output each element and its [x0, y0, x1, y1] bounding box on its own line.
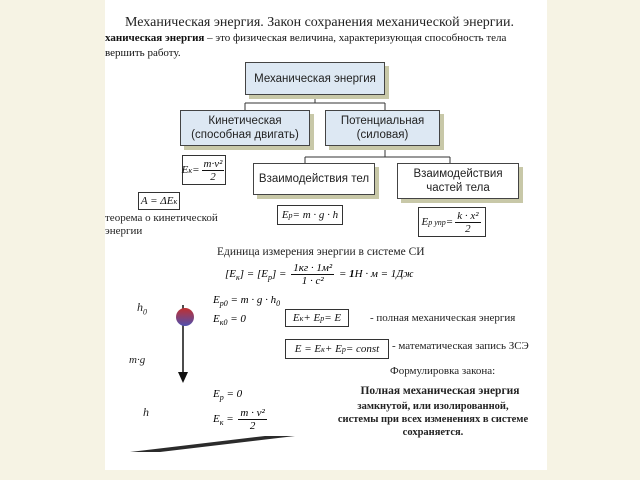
- law-line1: замкнутой, или изолированной,: [357, 401, 509, 412]
- law-title: Полная механическая энергия: [360, 385, 520, 397]
- label-h0: h0: [137, 300, 147, 317]
- law-body: замкнутой, или изолированной, системы пр…: [323, 400, 543, 439]
- label-h0-sub: 0: [143, 307, 147, 317]
- note-total: - полная механическая энергия: [370, 312, 516, 324]
- kinetic-line2: (способная двигать): [191, 129, 299, 141]
- formulation-heading: Формулировка закона:: [390, 365, 496, 377]
- slide: Механическая энергия. Закон сохранения м…: [105, 0, 547, 470]
- formula-ep0: Eр0 = m · g · h0: [213, 294, 281, 309]
- ball: [176, 308, 194, 326]
- ground: [130, 436, 295, 452]
- definition: ханическая энергия – это физическая вели…: [105, 31, 506, 61]
- parts-line2: частей тела: [426, 182, 490, 194]
- note-math: - математическая запись ЗСЭ: [392, 340, 529, 352]
- diagram-connectors: [130, 95, 451, 452]
- fall-arrow-head: [178, 372, 188, 383]
- box-interaction-parts: Взаимодействия частей тела: [397, 163, 519, 199]
- slide-title: Механическая энергия. Закон сохранения м…: [125, 15, 515, 30]
- law-line3: сохраняется.: [402, 427, 464, 438]
- box-kinetic: Кинетическая (способная двигать): [180, 110, 310, 146]
- formula-ek0: Eк0 = 0: [213, 313, 246, 328]
- formula-ep-bottom: Eр = 0: [213, 388, 243, 403]
- parts-line1: Взаимодействия: [413, 168, 503, 180]
- potential-line2: (силовая): [356, 129, 409, 141]
- definition-term: ханическая энергия: [105, 32, 205, 44]
- definition-rest: – это физическая величина, характеризующ…: [204, 32, 507, 44]
- theorem-line2: энергии: [105, 225, 143, 237]
- kinetic-line1: Кинетическая: [208, 115, 282, 127]
- law-line2: системы при всех изменениях в системе: [337, 414, 529, 425]
- label-mg: m·g: [129, 354, 146, 366]
- box-potential: Потенциальная (силовая): [325, 110, 440, 146]
- theorem-text: теорема о кинетической энергии: [105, 212, 218, 238]
- theorem-line1: теорема о кинетической: [105, 212, 218, 224]
- box-mechanical-energy: Механическая энергия: [245, 62, 385, 95]
- definition-line2: вершить работу.: [105, 47, 181, 59]
- potential-line1: Потенциальная: [340, 115, 425, 127]
- si-units-heading: Единица измерения энергии в системе СИ: [217, 246, 425, 258]
- label-h: h: [143, 405, 149, 419]
- box-interaction-bodies: Взаимодействия тел: [253, 163, 375, 195]
